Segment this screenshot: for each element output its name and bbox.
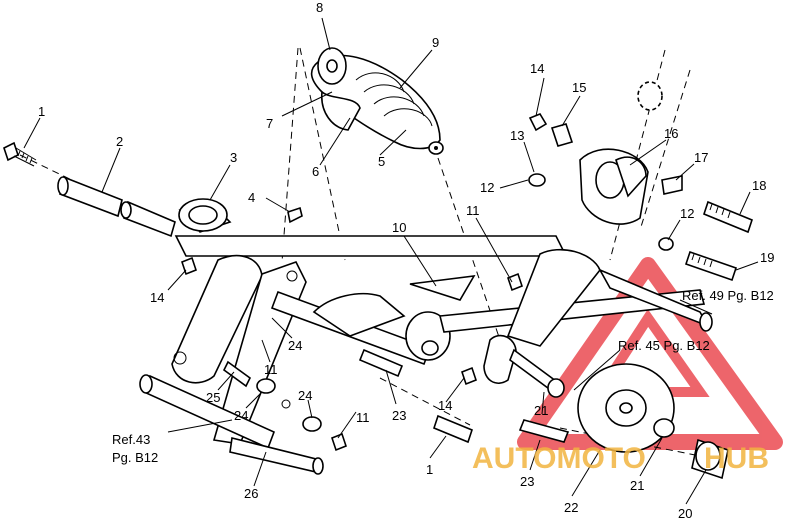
callout-12-left: 12 — [480, 180, 494, 195]
bolt-1-left — [3, 141, 37, 167]
callout-11-low: 11 — [356, 410, 370, 425]
callout-23-left: 23 — [392, 408, 406, 423]
watermark-hub: HUB — [704, 442, 769, 475]
callout-14-top: 14 — [530, 61, 544, 76]
idler-wheel-assembly — [577, 363, 729, 480]
callout-6: 6 — [312, 164, 319, 179]
ref-49-note: Ref. 49 Pg. B12 — [682, 288, 774, 303]
callout-24-lower: 24 — [234, 408, 248, 423]
callout-16: 16 — [664, 126, 678, 141]
callout-11-top: 11 — [466, 203, 480, 218]
leader-lines — [23, 17, 759, 505]
ref-45-note: Ref. 45 Pg. B12 — [618, 338, 710, 353]
shock-absorber — [310, 47, 444, 155]
callout-21-upper: 21 — [534, 403, 548, 418]
callout-5: 5 — [378, 154, 385, 169]
reference-notes: Ref. 49 Pg. B12 Ref. 45 Pg. B12 Ref.43 P… — [112, 288, 774, 465]
callout-24-right: 24 — [298, 388, 312, 403]
callout-9: 9 — [432, 35, 439, 50]
callout-24-upper: 24 — [288, 338, 302, 353]
callout-labels: 1 2 3 4 5 6 7 8 9 10 11 14 15 13 12 16 1… — [38, 0, 774, 520]
callout-13: 13 — [510, 128, 524, 143]
arm-small-hardware — [181, 206, 570, 452]
shaft-2 — [57, 176, 176, 238]
callout-17: 17 — [694, 150, 708, 165]
callout-1: 1 — [38, 104, 45, 119]
callout-2: 2 — [116, 134, 123, 149]
callout-14-left: 14 — [150, 290, 164, 305]
callout-20: 20 — [678, 506, 692, 520]
callout-23-right: 23 — [520, 474, 534, 489]
watermark-automoto: AUTOMOTO — [472, 442, 646, 475]
callout-1-bottom: 1 — [426, 462, 433, 477]
callout-14-mid: 14 — [438, 398, 452, 413]
callout-15: 15 — [572, 80, 586, 95]
callout-22: 22 — [564, 500, 578, 515]
callout-8: 8 — [316, 0, 323, 15]
rear-arm-frame — [139, 235, 713, 475]
callout-21-lower: 21 — [630, 478, 644, 493]
ref-43-note-line2: Pg. B12 — [112, 450, 158, 465]
callout-3: 3 — [230, 150, 237, 165]
callout-19: 19 — [760, 250, 774, 265]
right-mount-hardware — [528, 81, 753, 282]
callout-26: 26 — [244, 486, 258, 501]
callout-25: 25 — [206, 390, 220, 405]
callout-7: 7 — [266, 116, 273, 131]
callout-12-right: 12 — [680, 206, 694, 221]
callout-4: 4 — [248, 190, 255, 205]
callout-10: 10 — [392, 220, 406, 235]
ref-43-note-line1: Ref.43 — [112, 432, 150, 447]
bushing-3 — [178, 198, 232, 233]
watermark-text: AUTOMOTO HUB — [472, 442, 769, 475]
callout-18: 18 — [752, 178, 766, 193]
callout-11-mid: 11 — [264, 362, 278, 377]
